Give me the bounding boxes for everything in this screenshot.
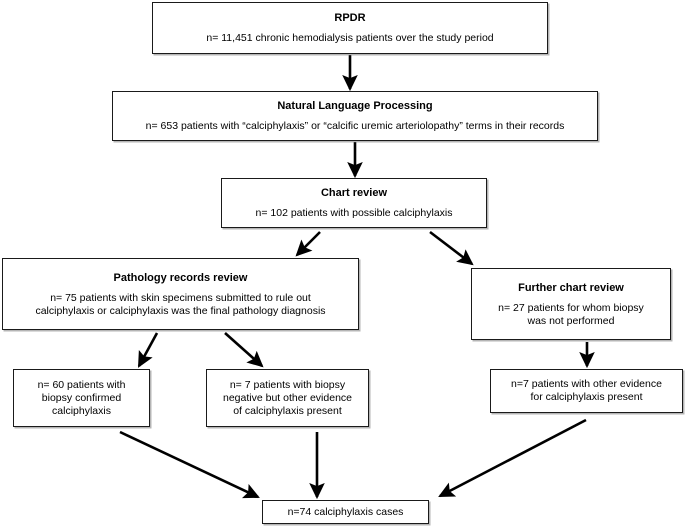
edge-chart-review-to-pathology — [295, 231, 321, 257]
edge-chart-review-to-further-chart — [429, 230, 474, 266]
node-other-evidence-body: n=7 patients with other evidence for cal… — [511, 378, 662, 403]
node-chart-review-title: Chart review — [320, 187, 388, 199]
node-other-evidence: n=7 patients with other evidence for cal… — [490, 369, 683, 413]
node-chart-review: Chart review n= 102 patients with possib… — [221, 178, 487, 228]
node-rpdr-body: n= 11,451 chronic hemodialysis patients … — [206, 32, 494, 44]
node-natural-language-processing-title: Natural Language Processing — [277, 100, 433, 112]
node-further-chart-review-body: n= 27 patients for whom biopsy was not p… — [498, 301, 644, 327]
node-biopsy-confirmed-body: n= 60 patients with biopsy confirmed cal… — [37, 378, 126, 417]
edge-pathology-to-biopsy-confirmed — [137, 332, 159, 368]
edge-pathology-to-biopsy-negative — [224, 332, 264, 368]
node-pathology-records-review-body: n= 75 patients with skin specimens submi… — [35, 291, 326, 317]
node-pathology-records-review: Pathology records review n= 75 patients … — [2, 258, 359, 330]
node-biopsy-confirmed: n= 60 patients with biopsy confirmed cal… — [13, 369, 150, 427]
node-further-chart-review-title: Further chart review — [518, 281, 624, 294]
node-natural-language-processing: Natural Language Processing n= 653 patie… — [112, 91, 598, 141]
node-final-calciphylaxis-cases: n=74 calciphylaxis cases — [262, 500, 429, 524]
node-further-chart-review: Further chart review n= 27 patients for … — [471, 268, 671, 340]
node-final-calciphylaxis-cases-body: n=74 calciphylaxis cases — [287, 505, 404, 518]
node-rpdr: RPDR n= 11,451 chronic hemodialysis pati… — [152, 2, 548, 54]
node-biopsy-negative-body: n= 7 patients with biopsy negative but o… — [222, 378, 352, 417]
node-chart-review-body: n= 102 patients with possible calciphyla… — [255, 207, 453, 219]
node-rpdr-title: RPDR — [334, 12, 366, 24]
node-biopsy-negative: n= 7 patients with biopsy negative but o… — [206, 369, 369, 427]
node-pathology-records-review-title: Pathology records review — [113, 271, 248, 284]
edge-other-evidence-to-final — [438, 418, 587, 498]
edge-biopsy-confirmed-to-final — [119, 430, 260, 499]
node-natural-language-processing-body: n= 653 patients with “calciphylaxis” or … — [145, 120, 565, 132]
